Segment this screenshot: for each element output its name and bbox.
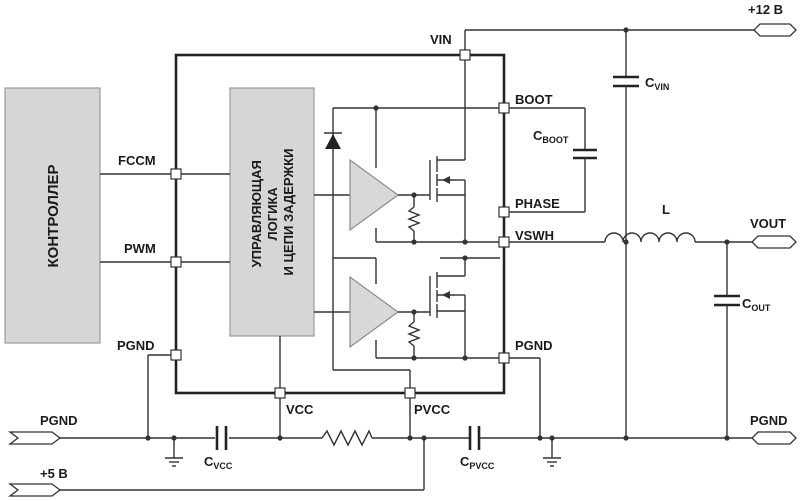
label-pgnd-left: PGND (117, 338, 155, 353)
label-vin: VIN (430, 32, 452, 47)
pin-vin (459, 49, 471, 61)
lower-driver-amplifier (349, 275, 400, 349)
pin-boot (498, 102, 510, 114)
terminal-vout (751, 235, 797, 249)
pin-fccm (170, 168, 182, 180)
label-pgnd-right: PGND (515, 338, 553, 353)
label-c-pvcc: CPVCC (460, 454, 495, 471)
pin-pwm (170, 256, 182, 268)
pin-pgnd-left (170, 349, 182, 361)
logic-line-1: УПРАВЛЯЮЩАЯ (249, 160, 264, 267)
terminal-pgnd-in (8, 431, 62, 445)
pin-pvcc (404, 387, 416, 399)
label-phase: PHASE (515, 196, 560, 211)
controller-block (4, 87, 101, 344)
label-pgnd-out: PGND (750, 413, 788, 428)
bootstrap-diode (325, 134, 341, 149)
terminal-pgnd-out (751, 431, 797, 445)
terminal-plus5v (8, 483, 62, 497)
pin-phase (498, 206, 510, 218)
label-plus12v: +12 В (748, 2, 783, 17)
label-c-vin: CVIN (645, 75, 669, 92)
logic-block (229, 87, 315, 337)
label-inductor: L (662, 202, 670, 217)
label-vout: VOUT (750, 216, 786, 231)
pin-vcc (274, 387, 286, 399)
inductor (604, 232, 696, 243)
pin-vswh (498, 236, 510, 248)
controller-label: КОНТРОЛЛЕР (45, 165, 62, 268)
label-vswh: VSWH (515, 228, 554, 243)
label-fccm: FCCM (118, 153, 156, 168)
terminal-plus12v (753, 23, 797, 37)
label-pvcc: PVCC (414, 402, 451, 417)
label-vcc: VCC (286, 402, 314, 417)
label-c-vcc: CVCC (204, 454, 233, 471)
label-c-boot: CBOOT (533, 128, 569, 145)
driver-ic-outline (174, 53, 506, 395)
label-boot: BOOT (515, 92, 553, 107)
upper-driver-amplifier (349, 158, 400, 232)
logic-label: УПРАВЛЯЮЩАЯ ЛОГИКА И ЦЕПИ ЗАДЕРЖКИ (249, 149, 296, 276)
logic-line-3: И ЦЕПИ ЗАДЕРЖКИ (281, 149, 296, 276)
label-pgnd-in: PGND (40, 413, 78, 428)
label-plus5v: +5 В (40, 466, 68, 481)
logic-line-2: ЛОГИКА (265, 187, 280, 241)
label-c-out: COUT (742, 296, 771, 313)
label-pwm: PWM (124, 241, 156, 256)
pin-pgnd-right (498, 352, 510, 364)
